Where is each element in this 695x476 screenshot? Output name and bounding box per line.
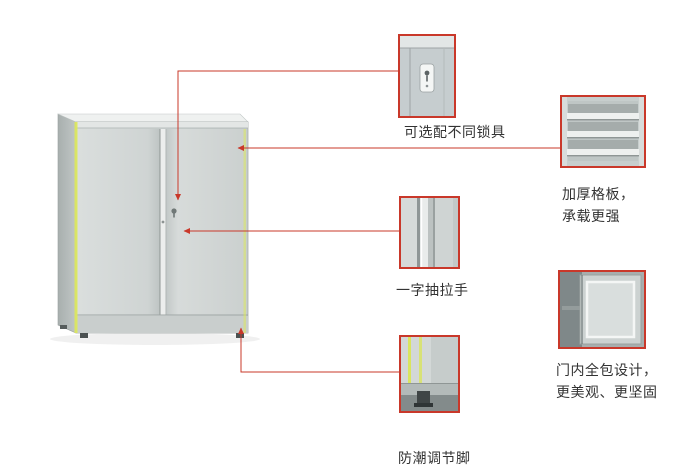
callout-label-shelf-line2: 承载更强 [562,208,620,224]
callout-label-door-line1: 门内全包设计， [556,362,658,378]
lock-detail-thumbnail [398,34,456,118]
callout-label-foot-line: 防潮调节脚 [398,450,471,466]
door-inner-detail-thumbnail [558,270,646,349]
callout-label-lock-line: 可选配不同锁具 [404,124,506,140]
callout-label-foot: 防潮调节脚 [398,447,471,469]
adjustable-foot-detail-thumbnail [399,335,460,413]
shelf-detail-thumbnail [560,95,646,168]
shelf-detail-image [562,97,644,166]
adjustable-foot-detail-image [401,337,458,411]
callout-label-door-inner: 门内全包设计， 更美观、更坚固 [556,359,658,403]
handle-detail-image [401,198,458,267]
door-inner-detail-image [560,272,644,347]
lock-detail-image [400,36,454,116]
callout-label-handle: 一字抽拉手 [396,279,469,301]
callout-label-handle-line: 一字抽拉手 [396,282,469,298]
handle-detail-thumbnail [399,196,460,269]
callout-label-lock: 可选配不同锁具 [404,121,506,143]
callout-label-shelf-line1: 加厚格板， [562,186,635,202]
callout-label-door-line2: 更美观、更坚固 [556,384,658,400]
callout-label-shelf: 加厚格板， 承载更强 [562,183,635,227]
